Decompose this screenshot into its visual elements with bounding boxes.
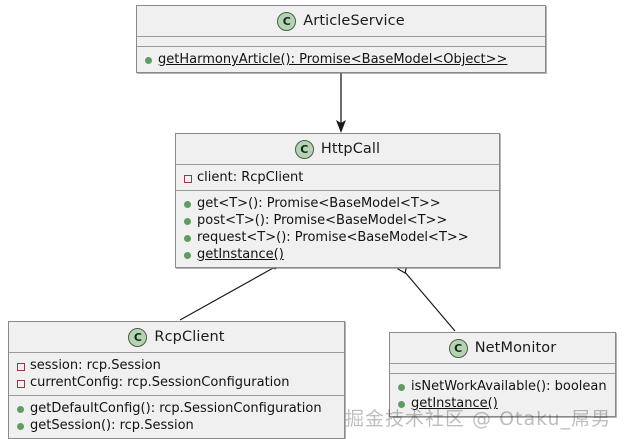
method-row[interactable]: request<T>(): Promise<BaseModel<T>> (176, 229, 499, 246)
public-visibility-icon (183, 200, 191, 208)
fields-compartment-netmonitor (390, 364, 615, 374)
class-name-httpcall: HttpCall (320, 141, 381, 157)
field-row[interactable]: session: rcp.Session (9, 357, 344, 374)
class-box-httpcall[interactable]: C HttpCall client: RcpClient get<T>(): P… (175, 133, 500, 268)
private-visibility-icon (183, 174, 192, 183)
methods-compartment-rcpclient: getDefaultConfig(): rcp.SessionConfigura… (9, 396, 344, 438)
method-label: get<T>(): Promise<BaseModel<T>> (197, 196, 441, 211)
method-row[interactable]: getInstance() (176, 246, 499, 263)
fields-compartment-httpcall: client: RcpClient (176, 165, 499, 191)
public-visibility-icon (397, 383, 405, 391)
method-row[interactable]: isNetWorkAvailable(): boolean (390, 378, 615, 395)
field-label: client: RcpClient (197, 170, 304, 185)
class-c-icon: C (448, 338, 468, 358)
public-visibility-icon (16, 422, 24, 430)
public-visibility-icon (183, 234, 191, 242)
method-label: getSession(): rcp.Session (30, 418, 194, 433)
method-label: request<T>(): Promise<BaseModel<T>> (197, 230, 469, 245)
edge-articleservice-httpcall (336, 73, 346, 133)
method-row[interactable]: get<T>(): Promise<BaseModel<T>> (176, 195, 499, 212)
public-visibility-icon (397, 400, 405, 408)
class-header-rcpclient: C RcpClient (9, 322, 344, 353)
class-header-httpcall: C HttpCall (176, 134, 499, 165)
fields-compartment-rcpclient: session: rcp.Session currentConfig: rcp.… (9, 353, 344, 396)
methods-compartment-netmonitor: isNetWorkAvailable(): boolean getInstanc… (390, 374, 615, 416)
method-label: getInstance() (197, 247, 284, 262)
class-c-icon: C (294, 139, 314, 159)
public-visibility-icon (183, 251, 191, 259)
method-label: post<T>(): Promise<BaseModel<T>> (197, 213, 448, 228)
private-visibility-icon (16, 379, 25, 388)
methods-compartment-articleservice: getHarmonyArticle(): Promise<BaseModel<O… (137, 47, 545, 72)
method-row[interactable]: getInstance() (390, 395, 615, 412)
fields-compartment-articleservice (137, 37, 545, 47)
method-label: isNetWorkAvailable(): boolean (411, 379, 607, 394)
public-visibility-icon (144, 56, 152, 64)
edge-httpcall-netmonitor (397, 260, 456, 332)
private-visibility-icon (16, 362, 25, 371)
field-label: session: rcp.Session (30, 358, 161, 373)
class-header-netmonitor: C NetMonitor (390, 333, 615, 364)
methods-compartment-httpcall: get<T>(): Promise<BaseModel<T>> post<T>(… (176, 191, 499, 267)
field-row[interactable]: currentConfig: rcp.SessionConfiguration (9, 374, 344, 391)
class-name-netmonitor: NetMonitor (474, 340, 557, 356)
class-name-rcpclient: RcpClient (154, 329, 225, 345)
class-name-articleservice: ArticleService (303, 13, 405, 29)
class-c-icon: C (128, 327, 148, 347)
class-c-icon: C (277, 11, 297, 31)
field-label: currentConfig: rcp.SessionConfiguration (30, 375, 290, 390)
method-label: getInstance() (411, 396, 498, 411)
class-header-articleservice: C ArticleService (137, 6, 545, 37)
method-label: getHarmonyArticle(): Promise<BaseModel<O… (158, 52, 508, 67)
field-row[interactable]: client: RcpClient (176, 169, 499, 186)
method-row[interactable]: getHarmonyArticle(): Promise<BaseModel<O… (137, 51, 545, 68)
public-visibility-icon (183, 217, 191, 225)
public-visibility-icon (16, 405, 24, 413)
method-row[interactable]: getDefaultConfig(): rcp.SessionConfigura… (9, 400, 344, 417)
class-box-rcpclient[interactable]: C RcpClient session: rcp.Session current… (8, 321, 345, 439)
method-label: getDefaultConfig(): rcp.SessionConfigura… (30, 401, 322, 416)
class-box-netmonitor[interactable]: C NetMonitor isNetWorkAvailable(): boole… (389, 332, 616, 417)
method-row[interactable]: post<T>(): Promise<BaseModel<T>> (176, 212, 499, 229)
class-box-articleservice[interactable]: C ArticleService getHarmonyArticle(): Pr… (136, 5, 546, 73)
method-row[interactable]: getSession(): rcp.Session (9, 417, 344, 434)
